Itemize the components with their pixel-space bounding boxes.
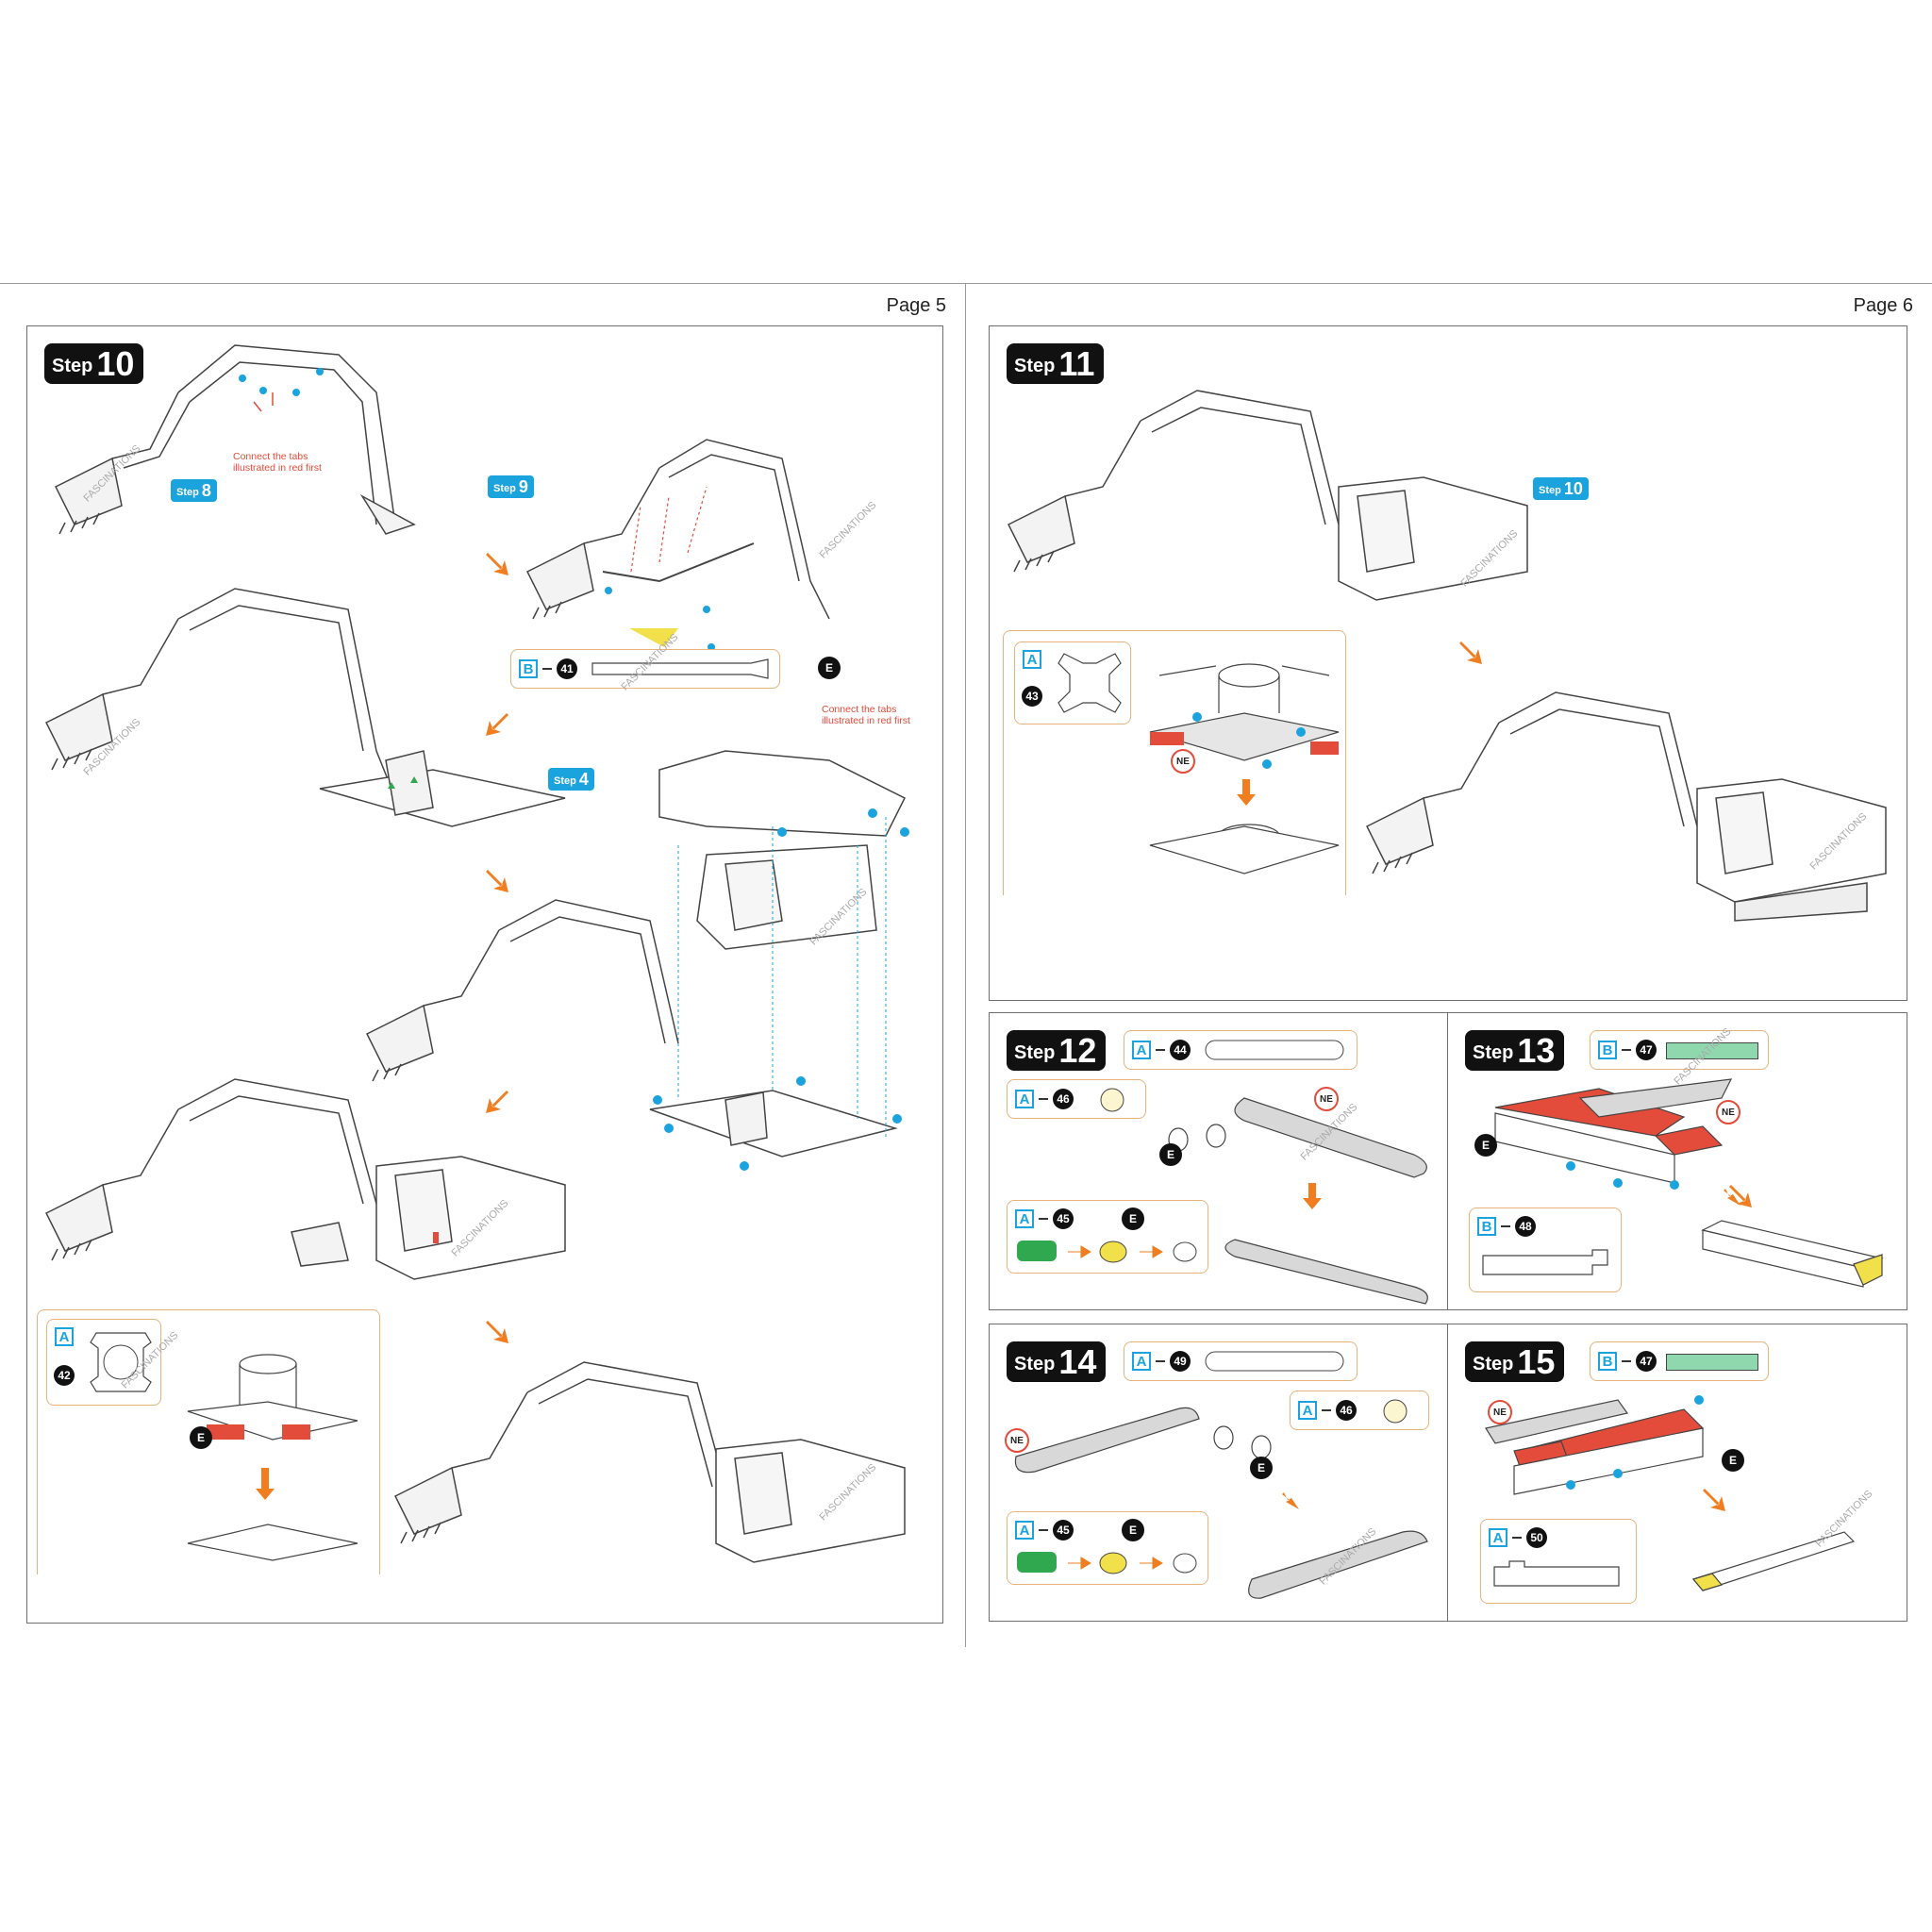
marker-ne: NE — [1716, 1100, 1740, 1124]
page-5: Page 5 Step 10 Connect the tabs illustra… — [0, 283, 965, 1648]
marker-ne: NE — [1171, 749, 1195, 774]
marker-e: E — [1122, 1208, 1144, 1230]
part-number-42: 42 — [54, 1365, 75, 1386]
marker-e: E — [1159, 1143, 1182, 1166]
excavator-step-11-illustration — [1007, 390, 1528, 601]
sheet-a: A — [55, 1327, 74, 1346]
note-connect-tabs: Connect the tabs illustrated in red firs… — [822, 704, 910, 726]
arrow-right-down-icon — [486, 1321, 508, 1343]
ring-assembly-illustration — [187, 1354, 358, 1561]
excavator-step-11-result-illustration — [1365, 691, 1887, 922]
part-49-shape — [1205, 1351, 1344, 1372]
excavator-arm-assembly-illustration — [365, 899, 679, 1082]
marker-e: E — [1250, 1457, 1273, 1479]
marker-e: E — [818, 657, 841, 679]
part-46-shape — [1383, 1399, 1407, 1424]
marker-e: E — [190, 1426, 212, 1449]
sheet-a: A — [1023, 650, 1041, 669]
note-connect-tabs: Connect the tabs illustrated in red firs… — [233, 451, 322, 474]
step-10-badge: Step 10 — [44, 343, 144, 384]
step-15-badge: Step 15 — [1465, 1341, 1565, 1382]
marker-e: E — [1722, 1449, 1744, 1472]
excavator-with-cab-illustration — [44, 1078, 566, 1280]
page-number: Page 5 — [886, 295, 946, 316]
part-box-43: A 43 — [1014, 641, 1131, 724]
excavator-arm-illustration — [54, 344, 416, 535]
excavator-arm-with-part-41-illustration — [525, 439, 830, 651]
step-12-badge: Step 12 — [1007, 1030, 1107, 1071]
marker-e: E — [1122, 1519, 1144, 1541]
part-tag-41: B 41 — [519, 658, 577, 679]
part-47-shape — [1666, 1042, 1758, 1059]
arrow-left-down-icon — [486, 1091, 508, 1113]
part-number-43: 43 — [1022, 686, 1042, 707]
part-48-shape — [1482, 1249, 1608, 1275]
cab-exploded-illustration — [649, 750, 909, 1171]
part-46-shape — [1100, 1088, 1124, 1112]
page-number: Page 6 — [1853, 295, 1913, 316]
track-frame-13-illustration — [1494, 1078, 1884, 1288]
arrow-right-down-icon — [1729, 1185, 1752, 1208]
step-10-panel: Step 10 Connect the tabs illustrated in … — [26, 325, 943, 1624]
part-50-shape — [1493, 1560, 1620, 1587]
page-divider — [965, 283, 966, 1647]
step-14-badge: Step 14 — [1007, 1341, 1107, 1382]
part-47-shape — [1666, 1354, 1758, 1371]
arrow-right-down-icon — [1703, 1489, 1725, 1511]
marker-ne: NE — [1488, 1400, 1512, 1424]
step-13-badge: Step 13 — [1465, 1030, 1565, 1071]
part-45-rolling-illustration — [1017, 1552, 1197, 1574]
marker-e: E — [1474, 1134, 1497, 1157]
arrow-right-down-icon — [486, 870, 508, 892]
part-43-shape — [1058, 653, 1122, 713]
excavator-arm-on-base-illustration — [44, 588, 566, 827]
track-frame-15-illustration — [1485, 1395, 1856, 1591]
step-11-badge: Step 11 — [1007, 343, 1105, 384]
part-42-shape — [90, 1332, 152, 1392]
arrow-right-down-icon — [486, 553, 508, 575]
part-box-42: A 42 — [46, 1319, 161, 1406]
arrow-left-down-icon — [486, 713, 508, 736]
part-box-41: B 41 — [510, 649, 780, 689]
part-45-rolling-illustration — [1017, 1241, 1197, 1263]
marker-ne: NE — [1005, 1428, 1029, 1453]
track-wheel-assembly-14-illustration — [1014, 1407, 1428, 1599]
part-44-shape — [1205, 1040, 1344, 1060]
arrow-right-down-icon — [1459, 641, 1482, 664]
ring-mount-illustration — [1149, 663, 1340, 874]
marker-ne: NE — [1314, 1087, 1339, 1111]
part-41-shape — [591, 658, 769, 679]
track-wheel-assembly-illustration — [1168, 1097, 1428, 1305]
excavator-complete-step-10-illustration — [393, 1361, 906, 1563]
